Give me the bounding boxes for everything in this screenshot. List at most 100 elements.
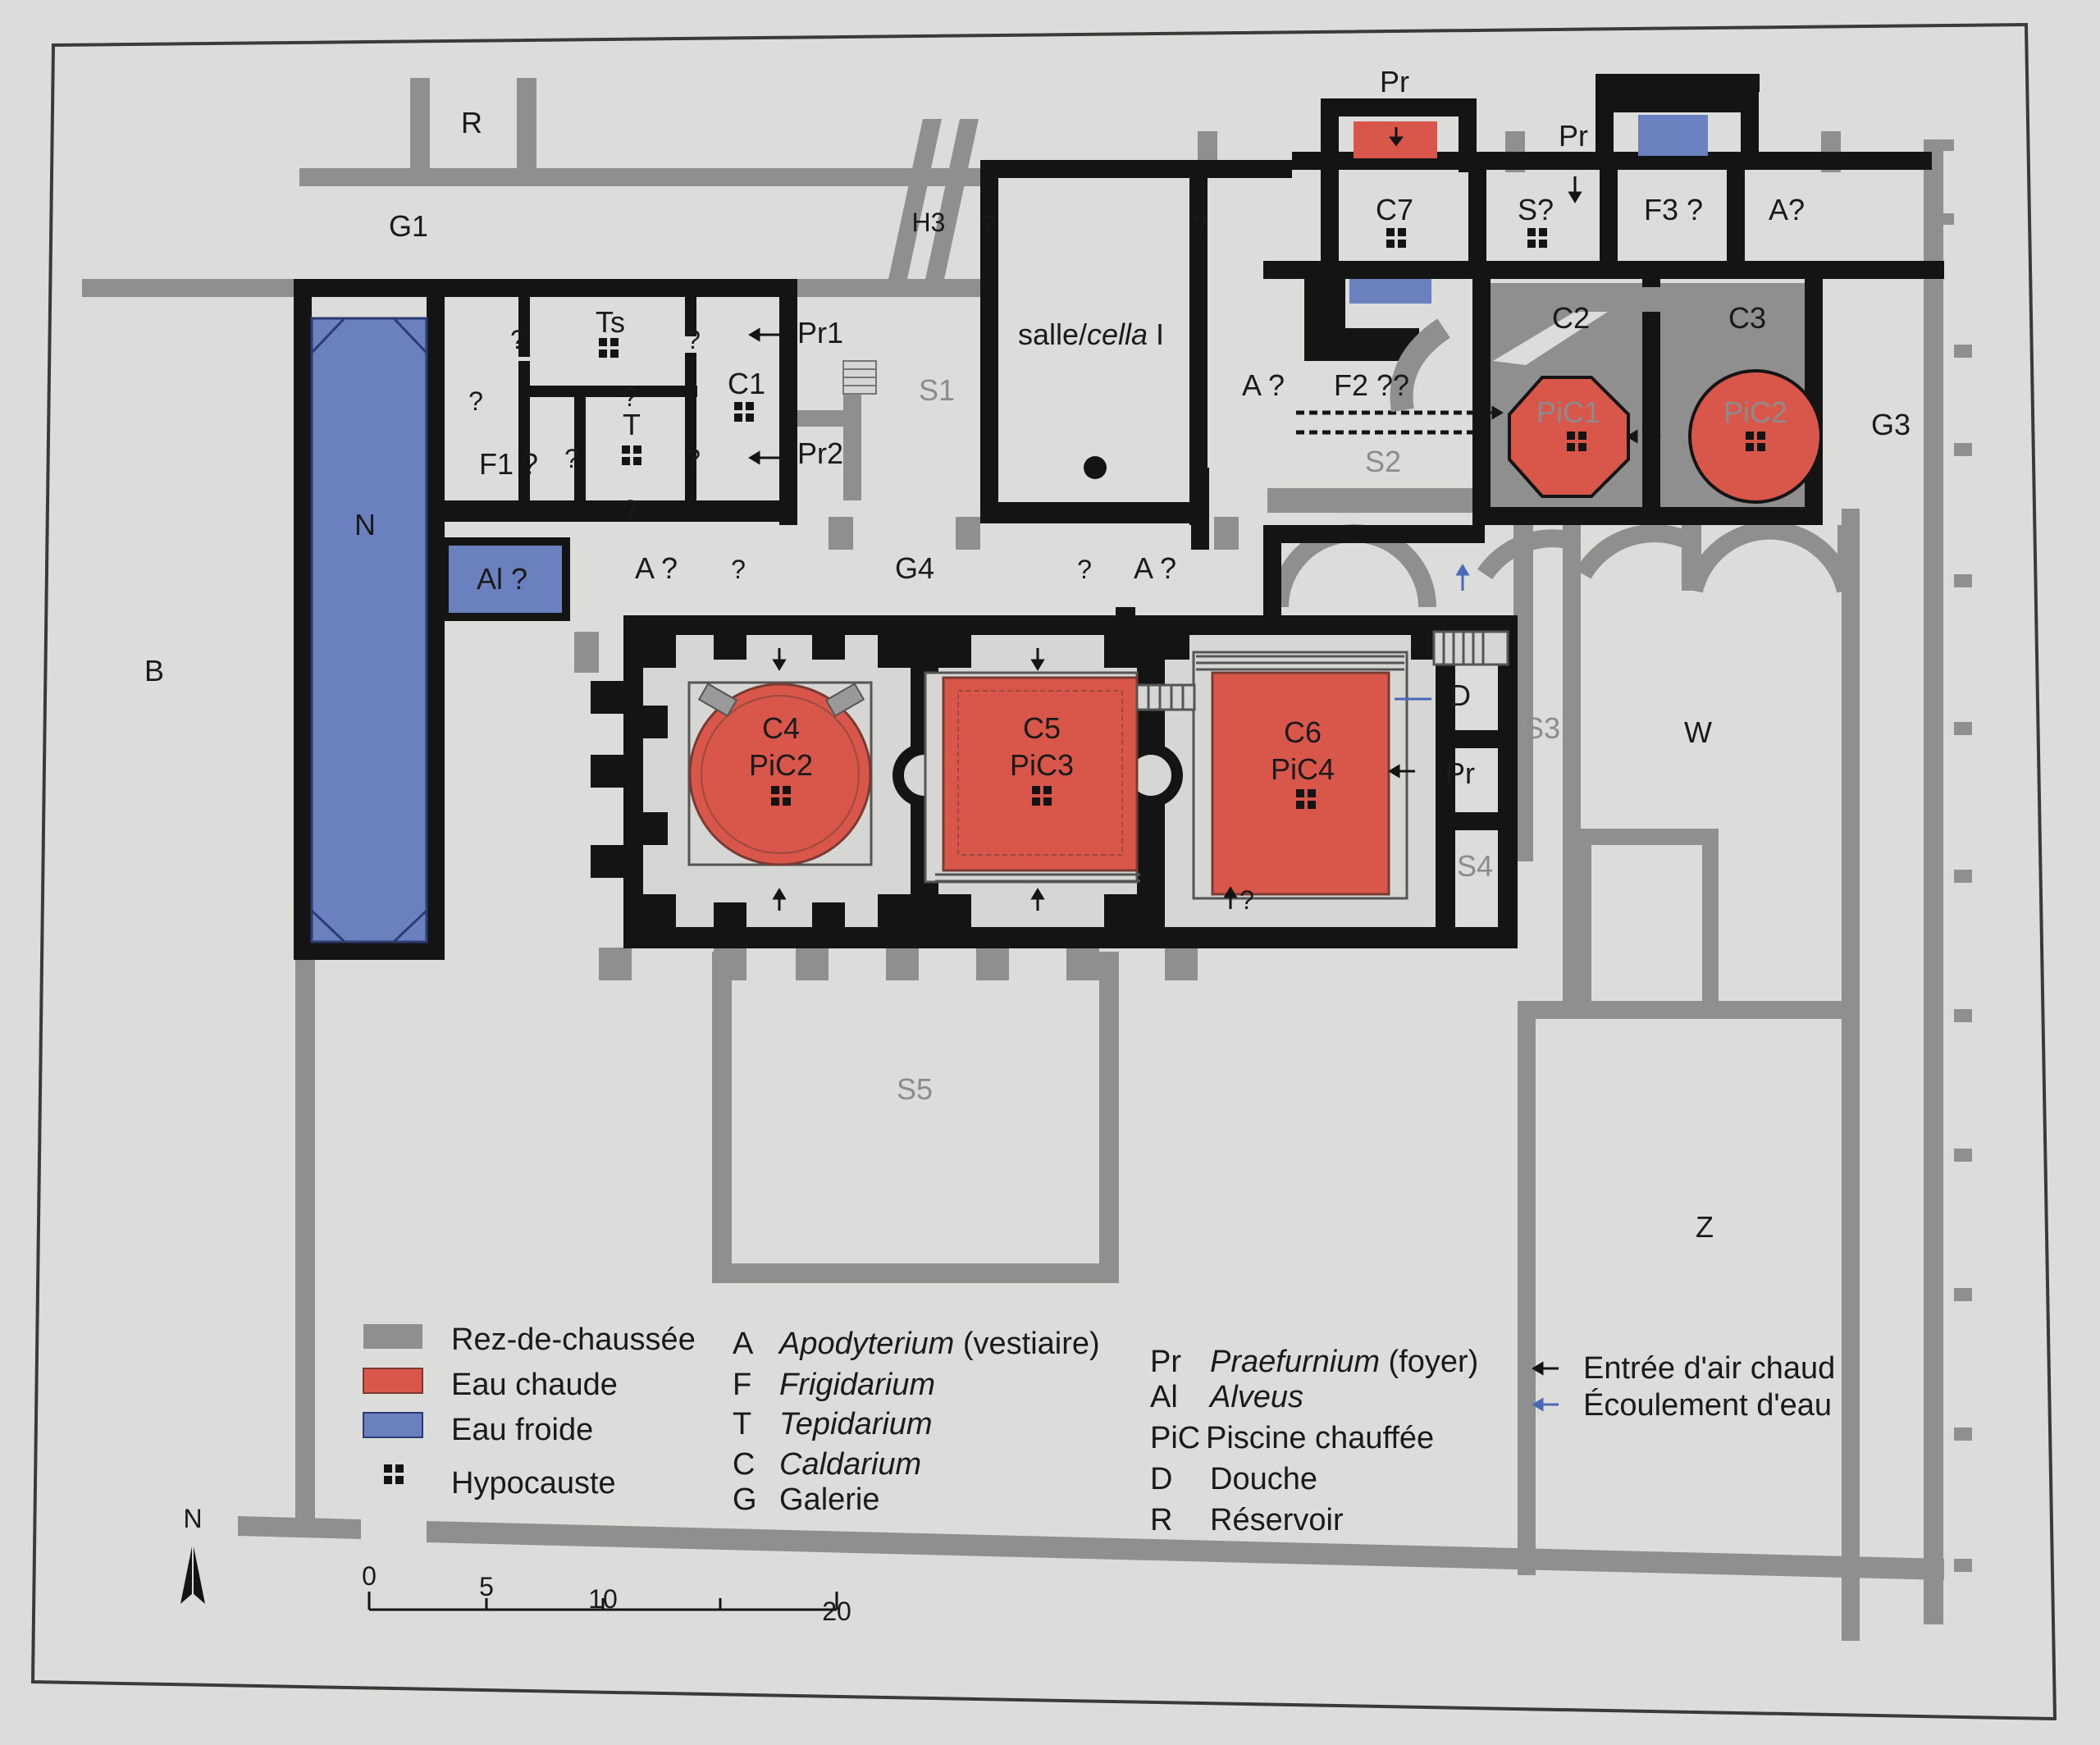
al-basin bbox=[447, 546, 562, 615]
abbrev-term: Frigidarium bbox=[779, 1368, 935, 1402]
abbrev-key: G bbox=[733, 1482, 757, 1517]
label-C1: C1 bbox=[728, 367, 765, 400]
scale-tick: 5 bbox=[479, 1572, 494, 1601]
c6-pool bbox=[1211, 671, 1390, 896]
label-Z: Z bbox=[1696, 1210, 1714, 1244]
label-C4: C4 bbox=[762, 711, 800, 745]
doorway-question: ? bbox=[623, 495, 637, 524]
c7-cold-basin bbox=[1349, 279, 1431, 304]
abbrev-term: Apodyterium (vestiaire) bbox=[778, 1327, 1100, 1361]
abbrev-term: Caldarium bbox=[779, 1447, 921, 1482]
water-flow-arrows bbox=[1395, 564, 1470, 701]
label-PiC2: PiC2 bbox=[749, 748, 813, 782]
label-S4: S4 bbox=[1457, 849, 1493, 883]
n-basin-corner bbox=[392, 909, 428, 943]
legend-label: Rez-de-chaussée bbox=[451, 1322, 696, 1357]
abbrev-term: Réservoir bbox=[1210, 1503, 1344, 1537]
doorway-question: ? bbox=[1193, 210, 1208, 240]
scale-tick: 20 bbox=[822, 1597, 851, 1626]
label-S2: S2 bbox=[1365, 445, 1401, 478]
abbrev-term: Tepidarium bbox=[779, 1407, 933, 1441]
abbrev-key: Al bbox=[1150, 1380, 1178, 1414]
room-labels: R G1 H3 salle/cella I Ts T C1 F1 ? Pr1 P… bbox=[144, 65, 1911, 1244]
label-G4: G4 bbox=[895, 551, 934, 585]
abbrev-key: R bbox=[1150, 1503, 1172, 1537]
legend-label: Hypocauste bbox=[451, 1466, 616, 1501]
label-PiC3: PiC3 bbox=[1010, 748, 1074, 782]
label-Pr-top2: Pr bbox=[1559, 119, 1588, 153]
label-A2: A ? bbox=[1134, 551, 1176, 585]
scale-bar: 0 5 10 20 bbox=[362, 1561, 851, 1626]
label-Pr2: Pr2 bbox=[797, 436, 843, 470]
stair-d bbox=[1432, 630, 1509, 666]
arches bbox=[1271, 521, 1855, 608]
abbrev-term: Praefurnium (foyer) bbox=[1210, 1345, 1478, 1379]
abbrev-key: PiC bbox=[1150, 1421, 1200, 1455]
label-F2: F2 ?? bbox=[1334, 368, 1409, 402]
doorway-question: ? bbox=[731, 555, 746, 584]
n-basin-corner bbox=[310, 909, 346, 943]
label-B: B bbox=[144, 654, 164, 687]
label-C3: C3 bbox=[1728, 301, 1766, 335]
doorway-question: ? bbox=[623, 382, 637, 412]
black-arrow-icon bbox=[1532, 1361, 1559, 1376]
label-S3: S3 bbox=[1524, 711, 1560, 745]
grey-swatch bbox=[363, 1324, 422, 1349]
label-salle-cella: salle/cella I bbox=[1018, 317, 1164, 351]
abbrev-key: D bbox=[1150, 1462, 1172, 1496]
c4-niches bbox=[643, 635, 1436, 927]
blue-swatch bbox=[363, 1412, 423, 1438]
abbrev-key: Pr bbox=[1150, 1345, 1181, 1379]
label-C7: C7 bbox=[1376, 193, 1413, 226]
label-Pr-top1: Pr bbox=[1380, 65, 1409, 98]
doorway-question: ? bbox=[510, 325, 525, 354]
label-S1: S1 bbox=[919, 373, 955, 407]
label-G3: G3 bbox=[1871, 408, 1911, 441]
label-W: W bbox=[1684, 715, 1712, 749]
abbrev-key: F bbox=[733, 1368, 751, 1402]
label-F3: F3 ? bbox=[1644, 193, 1703, 226]
label-T: T bbox=[623, 408, 641, 441]
hot-air-arrows bbox=[748, 127, 1661, 911]
scale-tick: 10 bbox=[588, 1584, 618, 1614]
label-PiC4: PiC4 bbox=[1271, 752, 1335, 786]
legend-label: Entrée d'air chaud bbox=[1583, 1351, 1835, 1386]
label-N: N bbox=[354, 508, 376, 541]
doorway-question: ? bbox=[1077, 555, 1092, 584]
label-D: D bbox=[1449, 678, 1471, 712]
label-S5: S5 bbox=[897, 1072, 933, 1106]
north-label: N bbox=[183, 1504, 202, 1533]
c4-pool bbox=[688, 683, 872, 866]
scale-tick: 0 bbox=[362, 1561, 377, 1591]
abbrev-term: Alveus bbox=[1208, 1380, 1303, 1414]
f2-curve bbox=[1390, 318, 1451, 413]
label-Al: Al ? bbox=[477, 562, 527, 596]
abbrev-key: T bbox=[733, 1407, 751, 1441]
abbrev-key: C bbox=[733, 1447, 755, 1482]
label-C2: C2 bbox=[1552, 301, 1590, 335]
blue-arrow-icon bbox=[1532, 1397, 1559, 1412]
c4-step-right bbox=[824, 683, 865, 717]
c4-step-left bbox=[697, 683, 738, 717]
label-H3: H3 bbox=[912, 208, 946, 237]
doorway-question: ? bbox=[468, 386, 483, 416]
label-G1: G1 bbox=[389, 209, 428, 243]
label-PiC2-right: PiC2 bbox=[1723, 395, 1787, 429]
legend-label: Eau chaude bbox=[451, 1368, 618, 1402]
n-basin-corner bbox=[310, 317, 346, 354]
abbrev-key: A bbox=[733, 1327, 754, 1361]
doorway-question: ? bbox=[564, 444, 579, 473]
c4-pool-inner-ring bbox=[701, 695, 860, 854]
c5-pool-inner bbox=[957, 690, 1123, 856]
doorway-question: ? bbox=[686, 444, 701, 473]
label-Ts: Ts bbox=[596, 305, 625, 339]
abbrev-term: Galerie bbox=[779, 1482, 880, 1517]
label-Pr-right: Pr bbox=[1445, 756, 1475, 790]
pic-partition bbox=[1642, 312, 1660, 509]
doorway-question: ? bbox=[1239, 885, 1254, 915]
label-R: R bbox=[461, 106, 482, 139]
abbrev-term: Douche bbox=[1210, 1462, 1317, 1496]
label-A3: A ? bbox=[1242, 368, 1285, 402]
label-C5: C5 bbox=[1023, 711, 1061, 745]
